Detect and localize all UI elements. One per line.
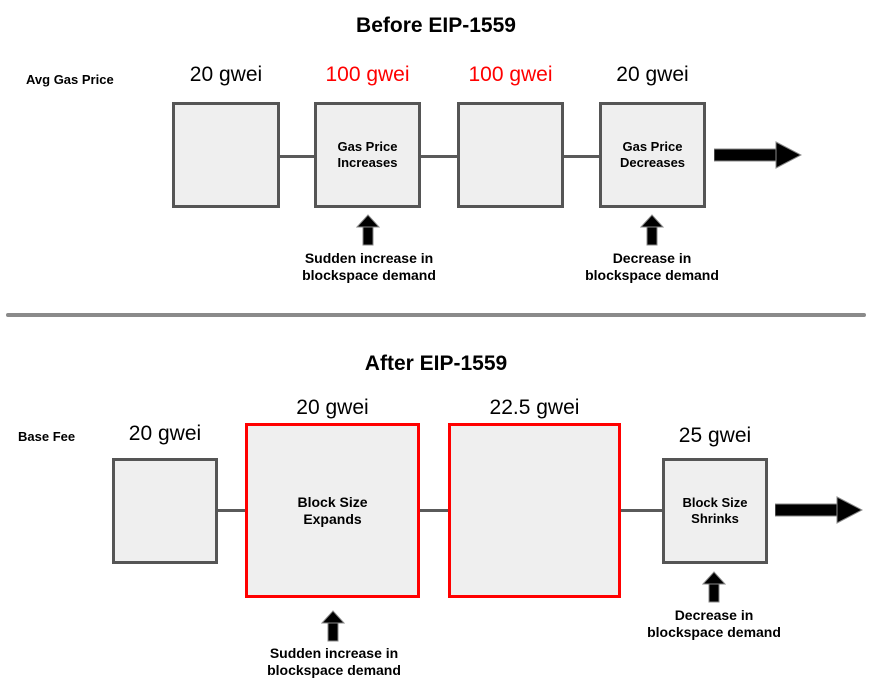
row-label-avg-gas-price: Avg Gas Price bbox=[26, 72, 114, 87]
annotation: Sudden increase in blockspace demand bbox=[267, 645, 401, 678]
up-arrow-icon bbox=[356, 214, 380, 246]
up-arrow-icon bbox=[702, 571, 726, 603]
box-label: Block Size Expands bbox=[297, 493, 368, 527]
flow-box-expanded bbox=[448, 423, 621, 598]
connector-line bbox=[417, 155, 461, 158]
up-arrow-icon bbox=[321, 610, 345, 642]
connector-line bbox=[214, 509, 249, 512]
flow-arrow-icon bbox=[714, 141, 802, 169]
box-label: Gas Price Decreases bbox=[619, 139, 686, 170]
connector-line bbox=[276, 155, 318, 158]
section-title-before: Before EIP-1559 bbox=[356, 14, 516, 37]
connector-line bbox=[617, 509, 666, 512]
flow-box: Block Size Shrinks bbox=[662, 458, 768, 564]
box-label: Block Size Shrinks bbox=[682, 495, 748, 526]
flow-box-expanded: Block Size Expands bbox=[245, 423, 420, 598]
flow-box: Gas Price Increases bbox=[314, 102, 421, 208]
annotation: Sudden increase in blockspace demand bbox=[302, 250, 436, 283]
gwei-value: 100 gwei bbox=[325, 63, 410, 86]
row-label-base-fee: Base Fee bbox=[18, 429, 76, 444]
gwei-value: 20 gwei bbox=[189, 63, 263, 86]
connector-line bbox=[560, 155, 603, 158]
gwei-value: 20 gwei bbox=[296, 396, 369, 419]
flow-box bbox=[172, 102, 280, 208]
flow-box: Gas Price Decreases bbox=[599, 102, 706, 208]
gwei-value: 25 gwei bbox=[678, 424, 752, 447]
section-title-after: After EIP-1559 bbox=[364, 352, 508, 375]
flow-box bbox=[457, 102, 564, 208]
gwei-value: 22.5 gwei bbox=[489, 396, 580, 419]
flow-arrow-icon bbox=[775, 496, 863, 524]
box-label: Gas Price Increases bbox=[337, 139, 398, 170]
flow-box bbox=[112, 458, 218, 564]
up-arrow-icon bbox=[640, 214, 664, 246]
connector-line bbox=[416, 509, 452, 512]
annotation: Decrease in blockspace demand bbox=[647, 607, 781, 640]
gwei-value: 20 gwei bbox=[616, 63, 689, 86]
annotation: Decrease in blockspace demand bbox=[585, 250, 719, 283]
section-divider bbox=[6, 313, 866, 317]
gwei-value: 20 gwei bbox=[128, 422, 202, 445]
gwei-value: 100 gwei bbox=[468, 63, 553, 86]
